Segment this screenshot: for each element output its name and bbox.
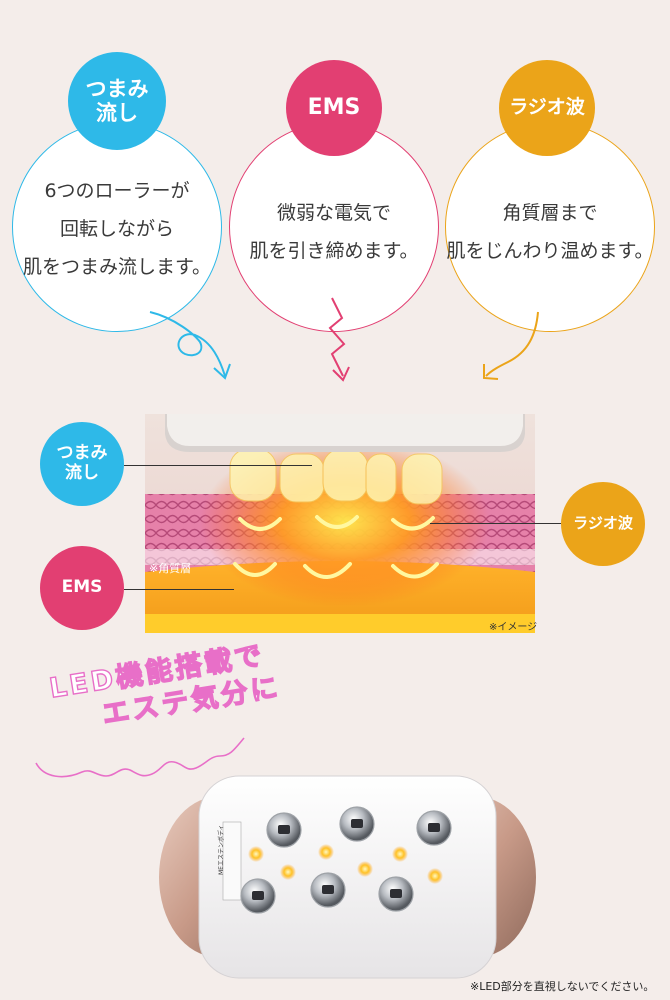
diagram-radio-badge: ラジオ波 bbox=[561, 482, 645, 566]
tsumami-description: 6つのローラーが 回転しながら 肌をつまみ流します。 bbox=[12, 172, 222, 286]
description-line: 肌をつまみ流します。 bbox=[22, 256, 212, 278]
ems-badge-label: EMS bbox=[307, 95, 361, 121]
loop-arrow-icon bbox=[149, 311, 231, 380]
tsumami-badge: つまみ 流し bbox=[68, 52, 166, 150]
image-note: ※イメージ bbox=[489, 622, 538, 633]
tsumami-leader-line bbox=[124, 465, 312, 466]
diagram-ems-badge: EMS bbox=[40, 546, 124, 630]
description-line: 角質層まで bbox=[502, 202, 598, 224]
feature-circle-radio bbox=[445, 122, 655, 332]
device-label: MEエステンボディ bbox=[218, 824, 225, 875]
description-line: 微弱な電気で bbox=[276, 202, 391, 224]
feature-circle-tsumami bbox=[12, 122, 222, 332]
ems-description: 微弱な電気で 肌を引き締めます。 bbox=[229, 194, 439, 270]
arrows-layer bbox=[149, 297, 539, 382]
diagram-ems-label: EMS bbox=[61, 577, 103, 598]
feature-circle-ems bbox=[229, 122, 439, 332]
diagram-tsumami-label: つまみ 流し bbox=[56, 443, 108, 483]
description-line: 回転しながら bbox=[59, 218, 174, 240]
tsumami-badge-label: つまみ 流し bbox=[85, 76, 149, 125]
layer-note: ※角質層 bbox=[149, 562, 192, 575]
squiggle-underline-icon bbox=[35, 737, 245, 778]
description-line: 肌をじんわり温めます。 bbox=[446, 240, 654, 262]
wave-arrow-icon bbox=[483, 311, 539, 380]
device-image bbox=[159, 775, 536, 979]
skin-diagram bbox=[145, 414, 535, 633]
ems-leader-line bbox=[124, 589, 234, 590]
radio-description: 角質層まで 肌をじんわり温めます。 bbox=[445, 194, 655, 270]
ems-badge: EMS bbox=[286, 60, 382, 156]
radio-leader-line bbox=[430, 523, 561, 524]
description-line: 6つのローラーが bbox=[44, 180, 190, 202]
radio-badge: ラジオ波 bbox=[499, 60, 595, 156]
footnote: ※LED部分を直視しないでください。 bbox=[470, 980, 655, 993]
diagram-tsumami-badge: つまみ 流し bbox=[40, 422, 124, 506]
description-line: 肌を引き締めます。 bbox=[249, 240, 419, 262]
diagram-radio-label: ラジオ波 bbox=[573, 514, 633, 533]
radio-badge-label: ラジオ波 bbox=[509, 96, 585, 119]
zigzag-arrow-icon bbox=[328, 297, 350, 382]
